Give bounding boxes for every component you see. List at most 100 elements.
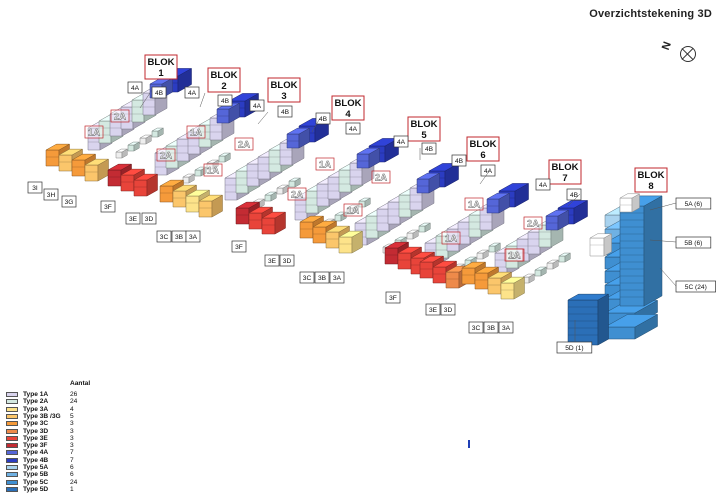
legend-count: 24 bbox=[70, 478, 78, 486]
box-top bbox=[235, 201, 261, 209]
shed-box bbox=[546, 259, 560, 270]
box-top bbox=[461, 261, 487, 269]
box-top bbox=[416, 172, 441, 180]
unit-label-text: 1A bbox=[319, 160, 331, 171]
box-top bbox=[604, 314, 659, 328]
type-3-unit bbox=[261, 211, 287, 235]
unit-type-label: 2A bbox=[523, 216, 543, 230]
unit-type-tag: 4A bbox=[393, 135, 409, 148]
unit-type-label: 1A bbox=[315, 157, 335, 171]
box-front bbox=[139, 137, 147, 145]
unit-type-tag: 3C bbox=[468, 321, 484, 334]
tag-frame bbox=[277, 105, 293, 118]
tag-frame bbox=[217, 94, 233, 107]
blok-word: BLOK bbox=[552, 162, 579, 173]
legend-count: 5 bbox=[70, 412, 74, 420]
unit-type-tag: 3C bbox=[299, 271, 315, 284]
box-front bbox=[172, 190, 187, 208]
legend-swatch bbox=[6, 457, 18, 463]
box-front bbox=[558, 255, 566, 263]
unit-label-text: 2A bbox=[291, 190, 303, 201]
tag-text: 3E bbox=[429, 307, 438, 314]
box-front bbox=[327, 176, 341, 200]
box-top bbox=[546, 259, 560, 264]
unit-type-label: 1A bbox=[464, 197, 484, 211]
tag-text: 3C bbox=[472, 325, 481, 332]
box-front bbox=[84, 164, 99, 182]
box-top bbox=[488, 242, 502, 247]
unit-type-tag: 3I bbox=[27, 181, 43, 194]
box-top bbox=[172, 184, 198, 192]
unit-label-frame bbox=[464, 197, 484, 211]
box-front bbox=[120, 174, 135, 192]
tag-frame bbox=[385, 291, 401, 304]
legend-swatch bbox=[6, 421, 18, 427]
blok-word: BLOK bbox=[470, 139, 497, 150]
legend-count: 6 bbox=[70, 464, 74, 471]
tag-frame bbox=[345, 122, 361, 135]
unit-type-tag: 4B bbox=[217, 94, 233, 107]
box-front bbox=[235, 207, 250, 225]
legend-swatch bbox=[6, 472, 18, 478]
unit-label-text: 2A bbox=[509, 251, 521, 262]
box-front bbox=[185, 195, 200, 213]
box-top bbox=[567, 293, 610, 301]
box-top bbox=[500, 276, 526, 284]
tag-frame bbox=[425, 303, 441, 316]
legend-swatch bbox=[6, 479, 18, 485]
leader-line bbox=[257, 111, 269, 125]
tag-text: 3F bbox=[235, 244, 243, 251]
tag-text: 3G bbox=[65, 199, 74, 206]
tag-text: 3D bbox=[145, 216, 154, 223]
tag-frame bbox=[127, 81, 143, 94]
unit-type-tag: 4B bbox=[421, 142, 437, 155]
box-front bbox=[224, 177, 238, 201]
box-front bbox=[338, 236, 353, 254]
tag-frame bbox=[141, 212, 157, 225]
legend-count: 3 bbox=[70, 434, 74, 442]
tag-text: 3A bbox=[502, 325, 511, 332]
box-top bbox=[474, 266, 500, 274]
box-front bbox=[45, 149, 60, 167]
box-top bbox=[198, 194, 224, 202]
legend-type-name: Type 5D bbox=[23, 485, 49, 493]
box-front bbox=[71, 159, 86, 177]
unit-type-tag: 3E bbox=[125, 212, 141, 225]
unit-type-tag: 4A bbox=[249, 99, 265, 112]
blok-frame bbox=[634, 167, 668, 193]
blok-word: BLOK bbox=[638, 170, 665, 181]
type-5d-unit bbox=[567, 293, 610, 346]
blok-frame bbox=[267, 77, 301, 103]
blok-word: BLOK bbox=[271, 80, 298, 91]
box-front bbox=[619, 205, 645, 307]
legend-count: 3 bbox=[70, 427, 74, 435]
tag-text: 5C (24) bbox=[685, 284, 707, 291]
type-4a-unit bbox=[545, 209, 570, 231]
type-3-unit bbox=[133, 173, 159, 197]
unit-type-tag: 3F bbox=[231, 240, 247, 253]
box-top bbox=[71, 153, 97, 161]
box-top bbox=[486, 192, 511, 200]
box-front bbox=[476, 252, 484, 260]
legend-type-name: Type 1A bbox=[23, 391, 49, 398]
box-top bbox=[288, 177, 302, 182]
shed-box bbox=[139, 134, 153, 145]
unit-type-tag: 3D bbox=[141, 212, 157, 225]
blok-word: BLOK bbox=[335, 98, 362, 109]
legend-count: 7 bbox=[70, 449, 74, 457]
tag-frame bbox=[498, 321, 514, 334]
tag-frame bbox=[314, 271, 330, 284]
unit-type-tag: 3A bbox=[498, 321, 514, 334]
box-top bbox=[534, 266, 548, 271]
box-top bbox=[487, 271, 513, 279]
box-top bbox=[194, 166, 208, 171]
box-top bbox=[218, 152, 232, 157]
blok-frame bbox=[466, 136, 500, 162]
tag-frame bbox=[100, 200, 116, 213]
tag-text: 3B bbox=[487, 325, 496, 332]
unit-type-tag: 3G bbox=[61, 195, 77, 208]
leader-line bbox=[649, 239, 677, 243]
